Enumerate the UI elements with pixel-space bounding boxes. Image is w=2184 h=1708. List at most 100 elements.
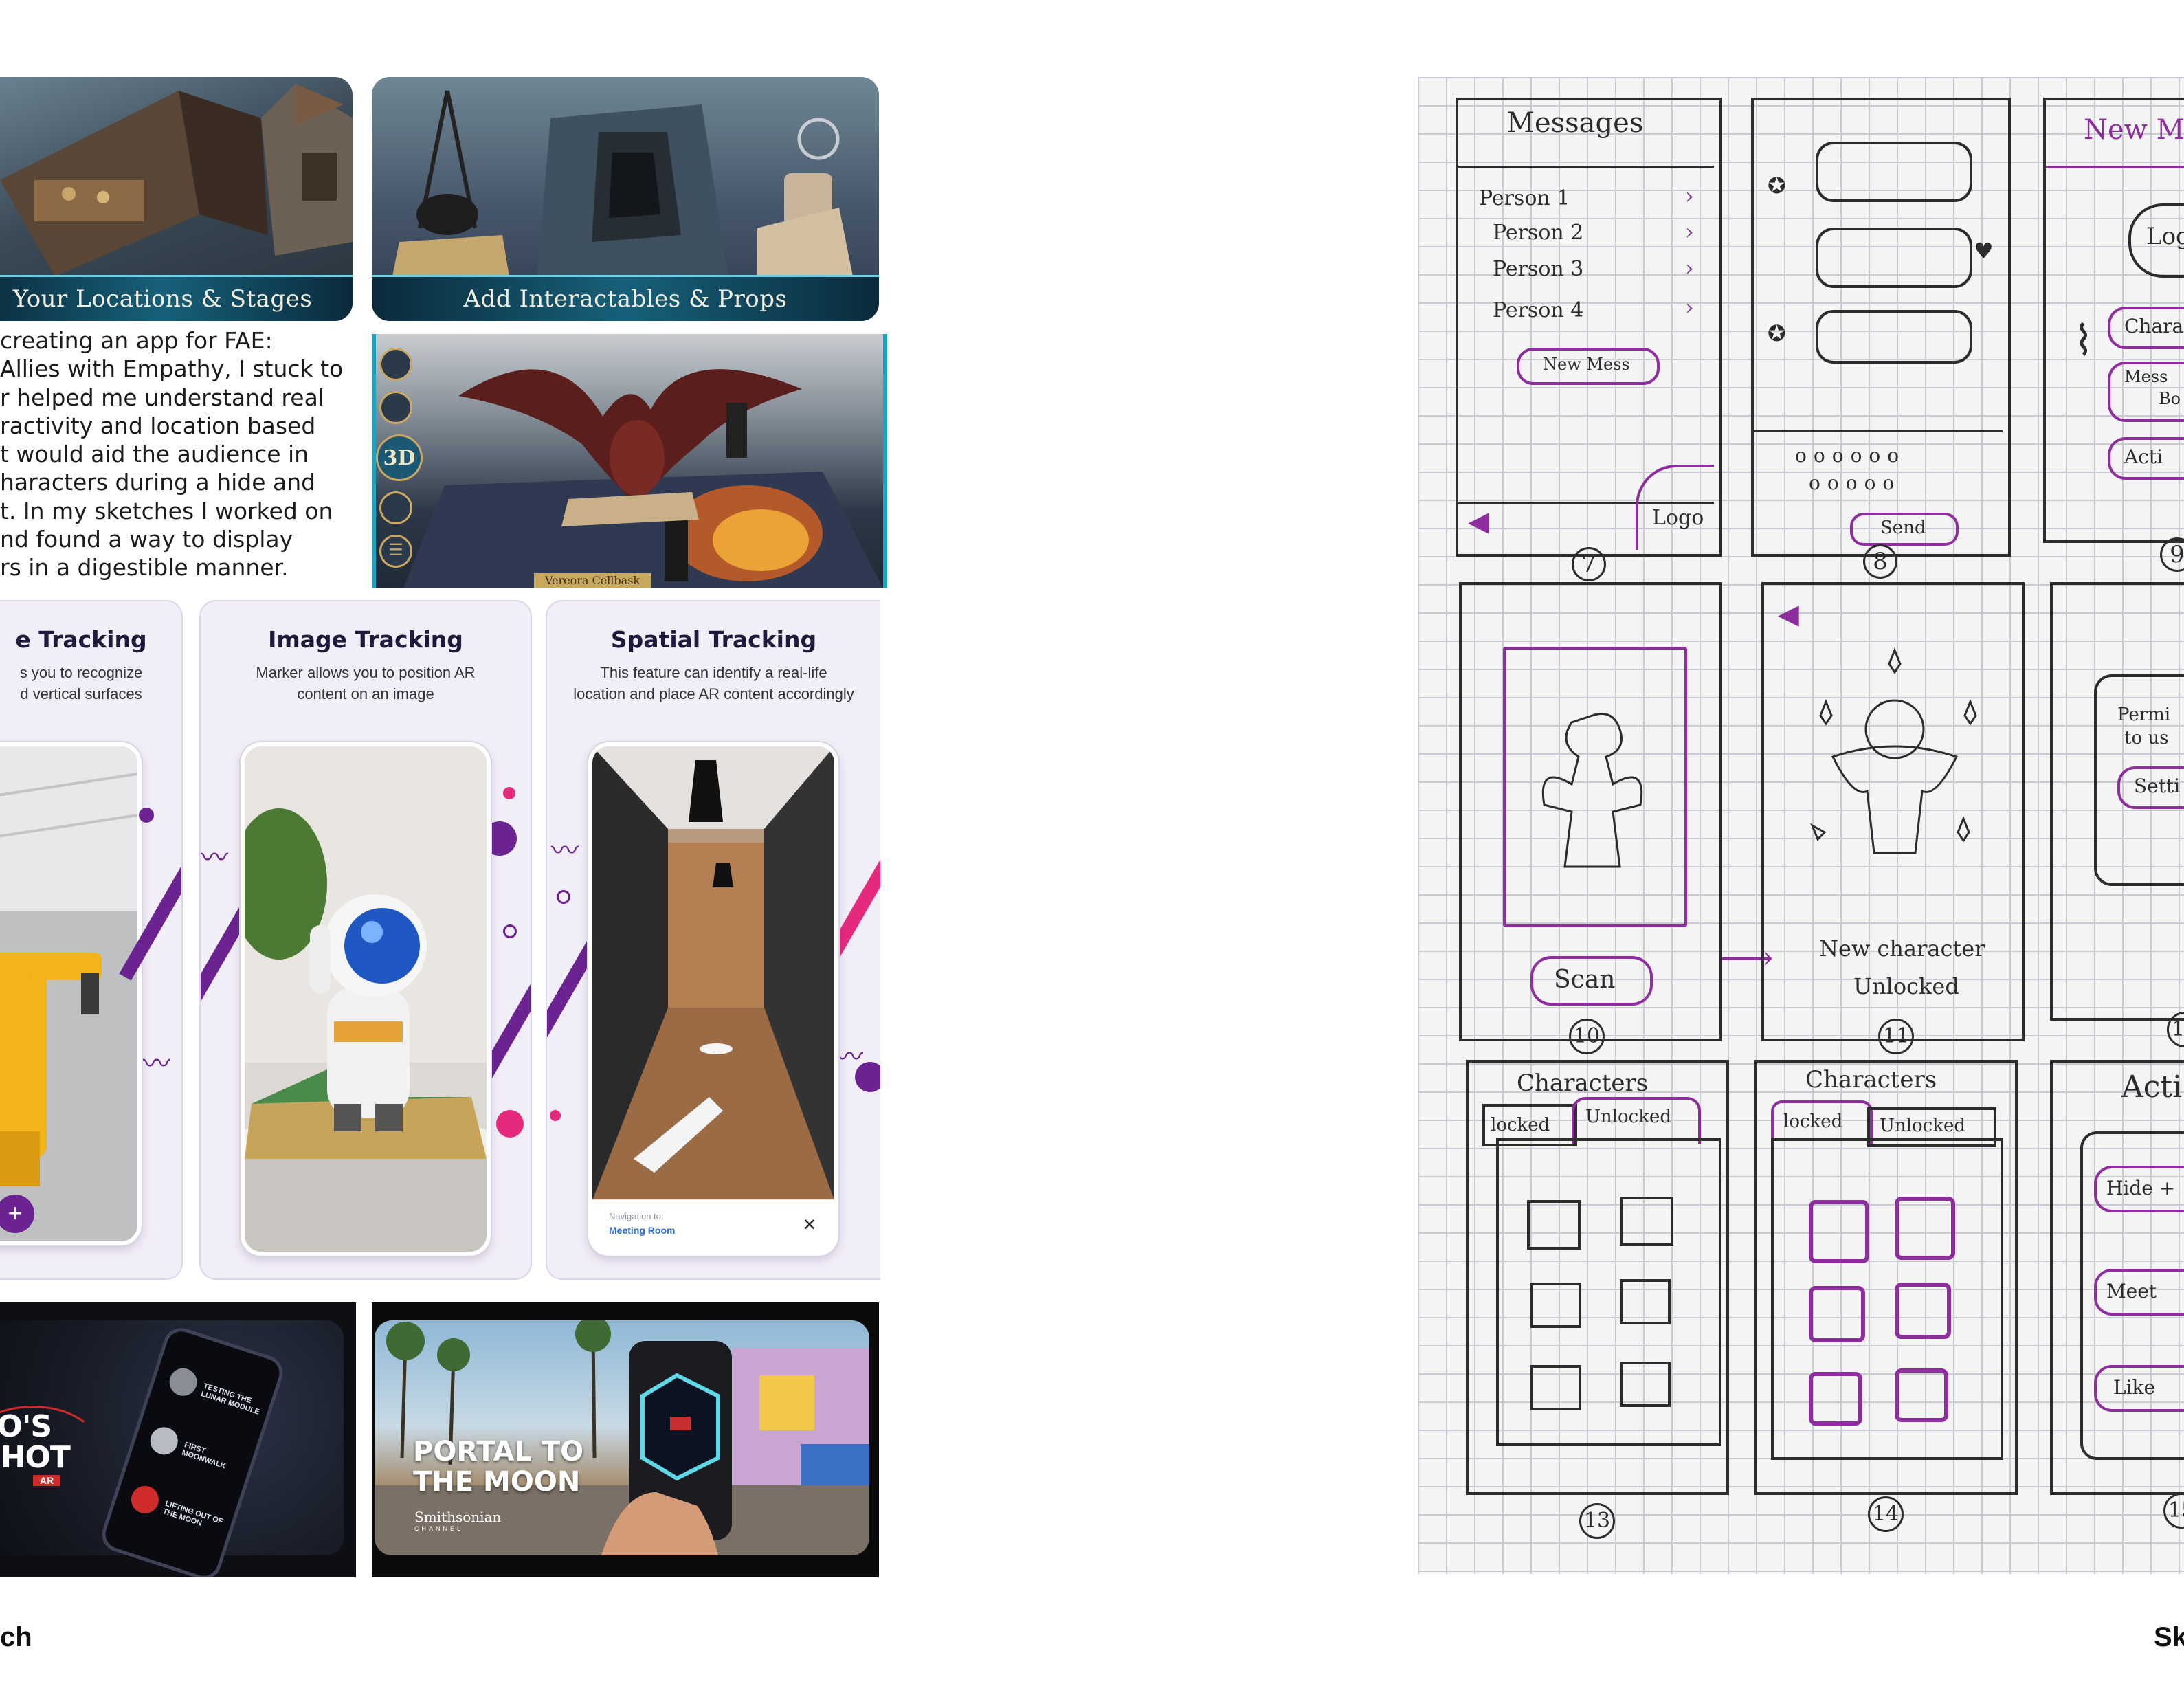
moon-thumbnail	[166, 1364, 201, 1399]
decor-squiggle: 〰	[143, 1049, 170, 1079]
phone-menu-item[interactable]: LIFTING OUT OF THE MOON	[161, 1499, 224, 1528]
character-slot[interactable]	[1620, 1279, 1671, 1324]
character-slot[interactable]	[1530, 1365, 1581, 1410]
sketch-13-characters-locked: Characters locked Unlocked	[1466, 1060, 1729, 1495]
zigzag-bracket: ⌇	[2073, 317, 2094, 365]
tool-button-3[interactable]	[379, 491, 412, 524]
body-line: haracters during a hide and	[0, 469, 316, 496]
character-slot[interactable]	[1809, 1286, 1865, 1342]
character-slot[interactable]	[1809, 1200, 1869, 1263]
sketch-notebook: Messages Person 1 › Person 2 › Person 3 …	[1418, 77, 2184, 1574]
character-slot[interactable]	[1620, 1197, 1673, 1246]
creature-sketch	[1541, 713, 1643, 868]
permission-text: to us	[2124, 728, 2169, 748]
character-slot[interactable]	[1530, 1283, 1581, 1328]
activity-option[interactable]: Like	[2094, 1365, 2184, 1412]
sketch-list	[1458, 166, 1714, 168]
decor-dot	[139, 808, 154, 823]
character-slot[interactable]	[1527, 1200, 1581, 1250]
chat-bubble	[1816, 142, 1972, 202]
card-description: Marker allows you to position AR content…	[208, 662, 524, 705]
menu-option-label: Chara	[2124, 315, 2184, 337]
card-title: Spatial Tracking	[610, 626, 817, 653]
sketch-8-chat: ✪ ♥ ✪ oooooo ooooo Send	[1751, 98, 2011, 557]
activity-label: Meet	[2106, 1280, 2157, 1302]
tab-locked[interactable]: locked	[1771, 1100, 1873, 1144]
portal-to-moon-panel: PORTAL TO THE MOON Smithsonian CHANNEL	[372, 1302, 879, 1577]
portal-title-line: PORTAL TO	[413, 1436, 584, 1467]
sketch-number: 14	[1868, 1496, 1904, 1532]
character-slot[interactable]	[1620, 1362, 1671, 1407]
sketch-title: Acti	[2121, 1069, 2183, 1105]
sketch-14-characters-unlocked: Characters locked Unlocked	[1754, 1060, 2018, 1495]
chevron-right-icon: ›	[1685, 255, 1694, 281]
character-slot[interactable]	[1895, 1283, 1951, 1339]
flow-arrow-icon: ⟶	[1720, 936, 1774, 979]
navigation-label: Navigation to:	[609, 1211, 664, 1221]
body-line: r helped me understand real	[0, 384, 324, 411]
decor-dot	[855, 1062, 880, 1092]
locations-stages-panel: Your Locations & Stages	[0, 77, 353, 321]
chat-bubble	[1816, 228, 1972, 288]
character-slot[interactable]	[1809, 1372, 1862, 1426]
menu-option-label: Acti	[2124, 445, 2163, 468]
character-slot[interactable]	[1895, 1197, 1955, 1260]
menu-option[interactable]: Chara	[2108, 307, 2184, 349]
body-line: rs in a digestible manner.	[0, 554, 289, 581]
decor-dot	[496, 1110, 524, 1138]
phone-menu-item[interactable]: FIRST MOONWALK	[180, 1441, 227, 1471]
card-description-line: This feature can identify a real-life	[600, 664, 827, 681]
sketch-number: 7	[1572, 547, 1606, 581]
tab-unlocked[interactable]: Unlocked	[1867, 1107, 1996, 1147]
hallway-image	[592, 746, 834, 1200]
character-slot[interactable]	[1895, 1368, 1948, 1422]
phone-mockup: +	[0, 742, 142, 1245]
spatial-tracking-card: Spatial Tracking This feature can identi…	[546, 600, 880, 1280]
decor-squiggle: 〰	[201, 843, 228, 873]
new-message-button[interactable]: New Mess	[1517, 348, 1660, 385]
card-title: e Tracking	[15, 626, 147, 653]
add-fab-label: +	[8, 1199, 23, 1227]
mode-3d-button[interactable]: 3D	[376, 434, 423, 481]
card-description-line: d vertical surfaces	[20, 685, 142, 702]
sketch-title: Characters	[1805, 1066, 1937, 1094]
phone-menu-item[interactable]: TESTING THE LUNAR MODULE	[199, 1382, 261, 1417]
chevron-right-icon: ›	[1685, 219, 1694, 245]
body-paragraph: creating an app for FAE: Allies with Emp…	[0, 326, 344, 582]
menu-option-label: Mess	[2124, 367, 2168, 386]
props-scene-image	[392, 90, 853, 283]
close-icon[interactable]: ✕	[802, 1216, 816, 1234]
activity-option[interactable]: Hide +	[2094, 1166, 2184, 1212]
add-fab-button[interactable]: +	[0, 1195, 34, 1233]
card-description-line: s you to recognize	[19, 664, 143, 681]
chevron-right-icon: ›	[1685, 294, 1694, 320]
tool-button-1[interactable]	[379, 348, 412, 381]
menu-icon[interactable]: ☰	[379, 535, 412, 568]
body-line: creating an app for FAE:	[0, 327, 273, 354]
navigation-bar: Navigation to: Meeting Room ✕	[592, 1199, 834, 1252]
activity-label: Like	[2113, 1376, 2156, 1399]
tab-locked[interactable]: locked	[1482, 1104, 1577, 1146]
settings-label: Setti	[2134, 775, 2181, 797]
chat-bubble	[1816, 310, 1972, 364]
tool-rail: 3D ☰	[376, 348, 423, 568]
portal-title: PORTAL TO THE MOON	[413, 1437, 583, 1497]
menu-option[interactable]: Acti	[2108, 437, 2184, 480]
tool-button-2[interactable]	[379, 391, 412, 424]
send-button[interactable]: Send	[1850, 513, 1959, 546]
decor-dot	[550, 1110, 561, 1121]
apollo-swoosh	[0, 1406, 100, 1492]
scan-button[interactable]: Scan	[1530, 956, 1653, 1006]
robot-arm-image	[0, 746, 137, 1241]
scan-label: Scan	[1554, 966, 1616, 994]
phone-mockup	[241, 742, 491, 1256]
astronaut-thumbnail	[146, 1423, 181, 1459]
menu-option[interactable]: Mess Bo	[2108, 362, 2184, 422]
activity-option[interactable]: Meet	[2094, 1269, 2184, 1316]
sketch-number: 9	[2160, 537, 2184, 572]
tab-unlocked[interactable]: Unlocked	[1572, 1097, 1701, 1144]
settings-button[interactable]: Setti	[2117, 766, 2184, 809]
image-tracking-card: Image Tracking Marker allows you to posi…	[199, 600, 532, 1280]
keyboard-sketch: oooooo	[1795, 444, 1906, 467]
